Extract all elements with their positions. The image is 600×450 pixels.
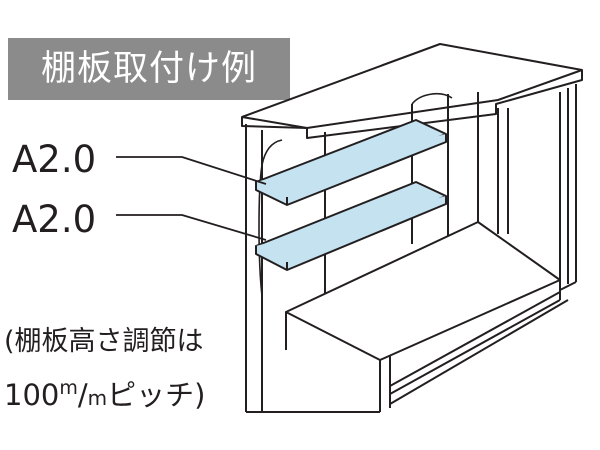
- floor: [246, 221, 569, 413]
- leader-lines: [116, 156, 267, 241]
- pitch-unit-sub: m: [87, 386, 108, 410]
- shelf-label-upper: A2.0: [12, 138, 97, 181]
- shelf-label-lower: A2.0: [12, 198, 97, 241]
- lower-shelf-leader: [116, 214, 267, 241]
- lower-shelf: [255, 181, 447, 271]
- shelf-height-note: (棚板高さ調節は: [4, 326, 204, 357]
- upper-shelf: [255, 119, 447, 206]
- walls: [245, 92, 479, 412]
- pitch-value: 100: [4, 378, 60, 412]
- pitch-slash: /: [77, 378, 88, 412]
- roof: [241, 43, 583, 139]
- shelf-pitch-note: 100m/mピッチ): [4, 372, 205, 414]
- upper-shelf-leader: [116, 156, 267, 185]
- title-badge: 棚板取付け例: [8, 38, 290, 100]
- pitch-unit-sup: m: [59, 377, 78, 399]
- pitch-suffix: ピッチ): [107, 378, 206, 412]
- right-frame: [497, 84, 577, 291]
